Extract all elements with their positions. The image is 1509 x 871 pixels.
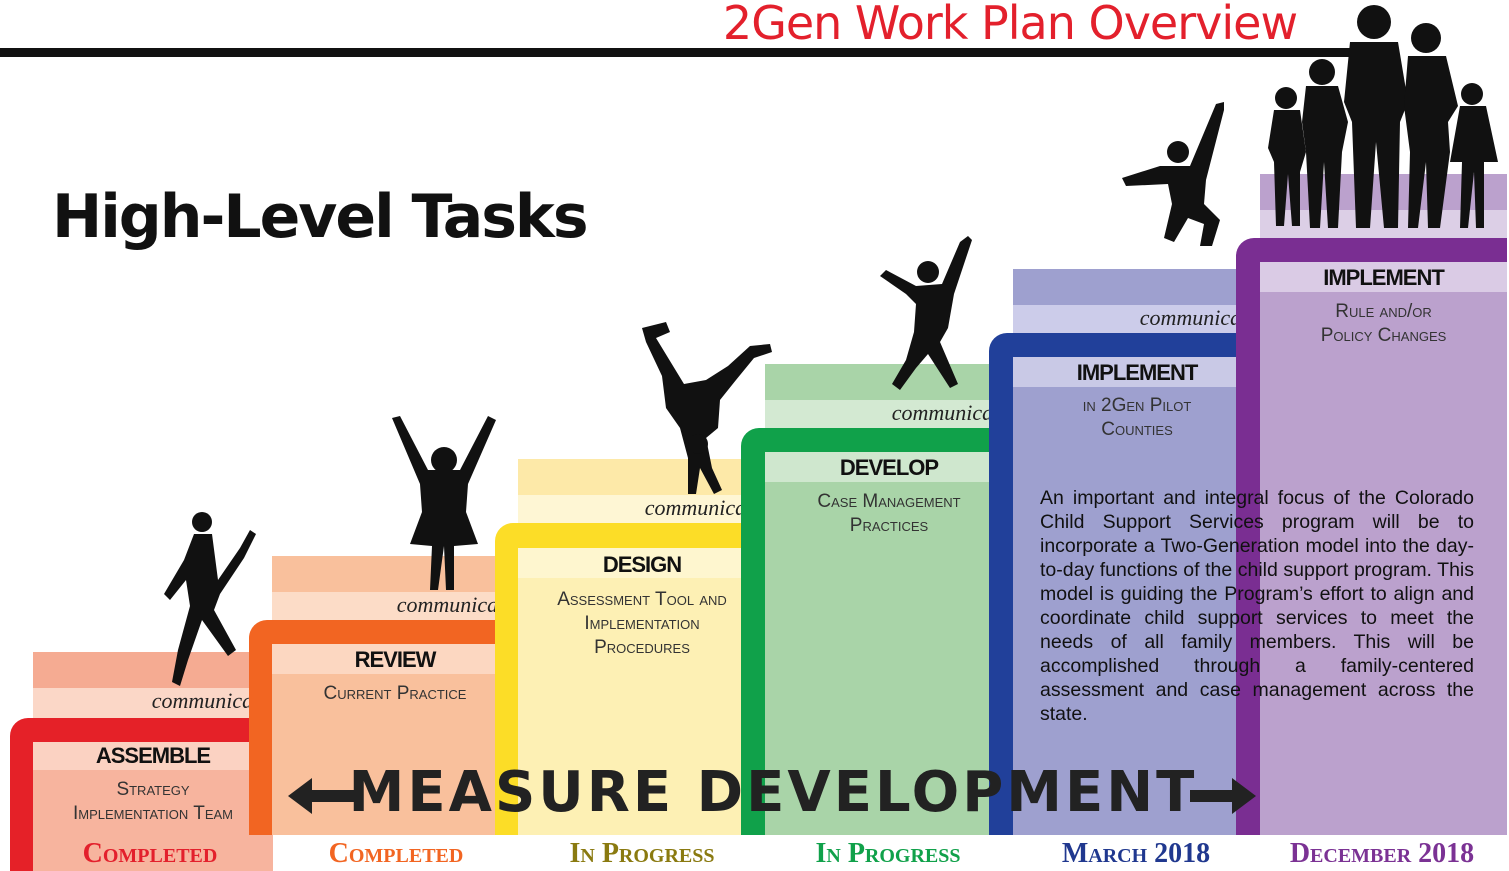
step4-label-band: [765, 452, 1013, 482]
step1-communicate: communicate: [33, 688, 273, 718]
step1-label: ASSEMBLE: [95, 743, 211, 768]
step1-sub2: Implementation Team: [72, 803, 233, 824]
step2-sub1: Current Practice: [323, 683, 467, 704]
jumping-teen-silhouette-icon: [1122, 102, 1224, 246]
step4-body: [765, 452, 1013, 835]
step3-label-band: [518, 548, 766, 578]
step2-top-band: [272, 556, 518, 592]
step4-sub1: Case Management: [817, 491, 961, 512]
handstand-child-silhouette-icon: [642, 322, 772, 494]
step5-label: IMPLEMENT: [1076, 360, 1199, 385]
description-paragraph: An important and integral focus of the C…: [1040, 487, 1474, 725]
status-step2: Completed: [328, 838, 464, 869]
title-underline: [0, 48, 1360, 57]
step4-communicate: communicate: [765, 400, 1013, 428]
step6-sub1: Rule and/or: [1335, 301, 1432, 322]
status-step4: In Progress: [815, 838, 961, 869]
step6-body: [1260, 262, 1507, 835]
section-heading: High-Level Tasks: [52, 182, 589, 252]
step5-sub2: Counties: [1101, 419, 1173, 440]
step5-body: [1013, 357, 1261, 835]
arrow-left-icon: [288, 778, 354, 814]
status-step3: In Progress: [569, 838, 715, 869]
step6-label: IMPLEMENT: [1323, 265, 1445, 290]
step6-sub2: Policy Changes: [1320, 325, 1447, 346]
step3-communicate: communicate: [518, 495, 766, 523]
running-boy-silhouette-icon: [164, 512, 256, 686]
status-step5: March 2018: [1061, 838, 1211, 869]
waving-teen-silhouette-icon: [880, 236, 972, 390]
family-silhouette-icon: [1268, 5, 1498, 228]
step3-sub3: Procedures: [594, 637, 690, 658]
step3-sub1: Assessment Tool and: [557, 589, 727, 610]
measure-development-label: MEASURE DEVELOPMENT: [348, 760, 1198, 825]
step1-top-band: [33, 652, 273, 688]
status-step1: Completed: [82, 838, 218, 869]
step3-sub2: Implementation: [584, 613, 700, 634]
step1-label-band: [33, 742, 273, 770]
step5-top-band: [1013, 269, 1261, 305]
step5-communicate-overlay: [1013, 305, 1261, 333]
step4-label: DEVELOP: [839, 455, 939, 480]
step6-label-band: [1260, 262, 1507, 292]
step2-body: [272, 644, 518, 835]
step3-top-band: [518, 459, 766, 495]
step4-top-band: [765, 364, 1013, 400]
step5-sub1: in 2Gen Pilot: [1082, 395, 1192, 416]
step4-sub2: Practices: [849, 515, 929, 536]
status-step6: December 2018: [1289, 838, 1475, 869]
step1-sub1: Strategy: [116, 779, 190, 800]
page-title: 2Gen Work Plan Overview: [722, 0, 1298, 50]
step3-body: [518, 548, 766, 835]
cheering-girl-silhouette-icon: [392, 416, 496, 590]
step2-label-band: [272, 644, 518, 674]
arrow-right-icon: [1190, 778, 1256, 814]
step2-communicate: communicate: [272, 592, 518, 620]
step5-label-band: [1013, 357, 1261, 387]
step3-label: DESIGN: [602, 552, 682, 577]
step2-label: REVIEW: [354, 647, 437, 672]
